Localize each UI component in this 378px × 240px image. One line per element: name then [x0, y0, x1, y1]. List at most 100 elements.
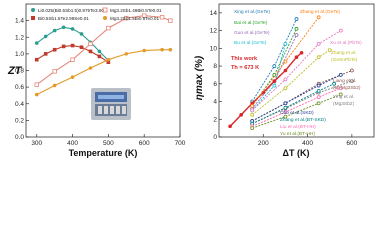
- panel-a-point: [124, 52, 129, 56]
- panel-b-labels: Xing et al.(GeTe) Bai et al.(GeTe) Guo e…: [231, 9, 362, 137]
- panel-b-ytick-label: 10: [210, 45, 218, 52]
- legend-marker-li-bst: [31, 8, 35, 12]
- panel-b-series-line-13: [252, 94, 341, 129]
- panel-a-point: [61, 25, 66, 30]
- panel-b-series-line-9: [252, 80, 353, 125]
- panel-a-point: [106, 25, 111, 31]
- panel-b-point: [283, 42, 288, 46]
- panel-b-point: [283, 101, 288, 106]
- label-zhang-gesnpbte-2: (GeSnPbTe): [331, 57, 358, 63]
- label-ying-2: (Mg3Sb2): [333, 101, 354, 107]
- panel-a-point: [52, 83, 57, 88]
- panel-b-point: [294, 17, 299, 21]
- panel-a-ytick-label: 0.0: [15, 134, 24, 141]
- panel-a-point: [34, 92, 39, 97]
- panel-b-ylabel: ηmax (%): [194, 55, 205, 100]
- panel-a-point: [34, 41, 39, 45]
- panel-a-point: [124, 15, 129, 21]
- panel-b-point: [283, 86, 288, 91]
- panel-b-point: [338, 28, 343, 33]
- panel-a-point: [70, 57, 75, 62]
- panel-b-frame: [218, 3, 375, 138]
- legend-label-bst-se: Bi0.5Sb1.5Te2.99Se0.01: [38, 16, 89, 21]
- panel-b-point: [338, 92, 343, 97]
- panel-b-ytick-label: 6: [213, 81, 217, 88]
- panel-b-point: [272, 83, 277, 88]
- label-cho: Cho et al.(SKD): [280, 110, 314, 116]
- label-yu: Yu et al.(BT-HH): [280, 131, 315, 137]
- panel-b-point: [316, 42, 321, 46]
- panel-a-point: [70, 27, 75, 31]
- panel-b-point: [316, 88, 321, 93]
- panel-a-point: [160, 47, 164, 52]
- panel-b-ytick-label: 8: [213, 63, 217, 70]
- module-photo: [91, 88, 131, 120]
- panel-a-ytick-label: 0.2: [15, 117, 24, 124]
- panel-b-point: [299, 50, 304, 55]
- label-xu: Xu et al.(PbTe): [330, 40, 362, 46]
- legend-marker-bst-se: [31, 16, 35, 20]
- panel-b-point: [316, 101, 321, 106]
- panel-b-point: [283, 105, 288, 110]
- panel-b-point: [283, 77, 288, 82]
- panel-a-point: [168, 18, 173, 23]
- panel-a-ytick-label: 0.6: [15, 84, 24, 91]
- panel-b-point: [316, 15, 321, 20]
- panel-b-ytick-label: 12: [210, 28, 218, 35]
- panel-b-point: [338, 86, 343, 91]
- panel-b-point: [239, 113, 243, 117]
- panel-b-series: [228, 15, 354, 131]
- panel-a-point: [97, 49, 102, 54]
- panel-a-ylabel: ZT: [7, 65, 23, 77]
- panel-b-point: [338, 73, 343, 77]
- panel-b-series-line-6: [251, 30, 342, 111]
- label-ying: Ying et al.: [333, 94, 354, 100]
- label-guo: Guo et al.(GeTe): [234, 30, 270, 36]
- panel-b-point: [316, 95, 321, 99]
- panel-b-point: [283, 110, 288, 115]
- panel-b-point: [332, 81, 337, 86]
- panel-a-point: [43, 34, 48, 39]
- panel-a-point: [88, 49, 93, 54]
- panel-a-point: [106, 60, 111, 64]
- panel-a-point: [88, 41, 93, 47]
- panel-a-point: [52, 28, 57, 33]
- panel-a-xlabel: Temperature (K): [69, 148, 138, 158]
- panel-b-series-line-12: [252, 87, 341, 127]
- panel-b-series-line-1: [251, 28, 297, 107]
- panel-b-point: [272, 79, 277, 83]
- panel-a-point: [34, 82, 39, 87]
- legend-label-li-bst: Li0.025(Bi0.5Sb1.5)0.975Te3.00: [38, 8, 104, 13]
- panel-a-xtick-label: 700: [175, 140, 186, 147]
- panel-a-ytick-label: 1.0: [15, 51, 24, 58]
- panel-a-point: [70, 43, 75, 48]
- panel-b-point: [283, 59, 288, 64]
- panel-b-series-line-4: [229, 52, 303, 127]
- label-zhang-gete: Zhang et al.(GeTe): [300, 9, 340, 15]
- panel-a-ytick-label: 0.8: [15, 68, 24, 75]
- panel-b-point: [327, 48, 332, 53]
- label-zhang-gesnpbte: Zhang et al.: [331, 50, 356, 56]
- panel-a-ytick-label: 1.4: [15, 18, 24, 25]
- panel-b-series-line-7: [251, 49, 330, 116]
- label-this-work: This work: [231, 56, 258, 62]
- legend-label-mg-149: Mg3.2Sb1.49Bi0.5Te0.01: [110, 8, 162, 13]
- panel-b-point: [283, 68, 288, 73]
- panel-b-ytick-label: 2: [213, 116, 217, 123]
- panel-b-point: [294, 55, 299, 59]
- panel-a-xtick-label: 500: [103, 140, 114, 147]
- label-liang: Liang et al.: [333, 78, 356, 84]
- panel-b-ytick-label: 0: [213, 134, 217, 141]
- panel-b-xtick-label: 400: [302, 140, 313, 147]
- panel-b-point: [294, 26, 299, 31]
- label-xing: Xing et al.(GeTe): [234, 9, 270, 15]
- panel-b-point: [316, 55, 321, 60]
- label-this-work-th: Th = 673 K: [231, 65, 259, 71]
- panel-a-point: [141, 13, 147, 18]
